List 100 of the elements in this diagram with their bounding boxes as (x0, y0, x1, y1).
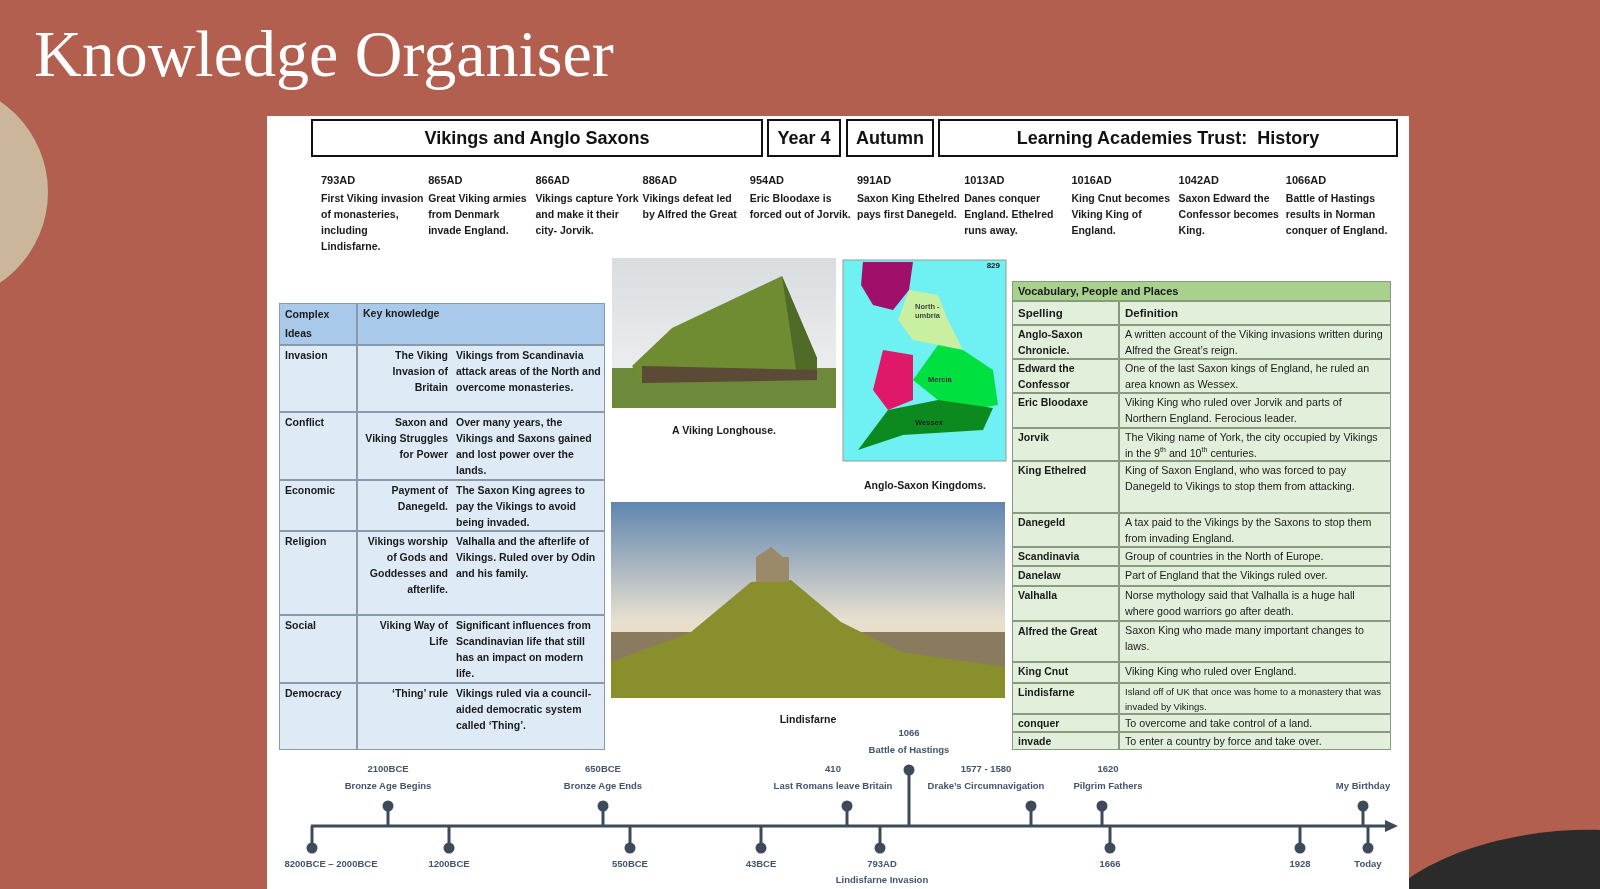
table-header-cell: Definition (1119, 301, 1391, 325)
table-cell: Danegeld (1012, 513, 1119, 547)
photo-caption: A Viking Longhouse. (671, 423, 777, 438)
timeline-label: My Birthday (1335, 779, 1391, 793)
event-description: First Viking invasion of monasteries, including Lindisfarne. (321, 191, 425, 254)
table-cell: The Viking Invasion of Britain (357, 345, 453, 412)
table-header-cell: Complex Ideas (279, 303, 357, 345)
timeline-label: 1577 - 1580 (960, 762, 1012, 776)
table-cell: King Ethelred (1012, 461, 1119, 513)
event-description: Eric Bloodaxe is forced out of Jorvik. (749, 191, 852, 222)
table-cell: King Cnut (1012, 662, 1119, 683)
table-cell: Saxon King who made many important changes to laws. (1119, 621, 1391, 662)
timeline-label: Lindisfarne Invasion (835, 873, 929, 887)
table-cell: conquer (1012, 714, 1119, 732)
event-date: 866AD (535, 173, 571, 188)
table-cell: Norse mythology said that Valhalla is a huge hall where good warriors go after death. (1119, 586, 1391, 621)
timeline-label: Drake’s Circumnavigation (927, 779, 1045, 793)
table-cell: Over many years, the Vikings and Saxons gained and lost power over the lands. (453, 412, 605, 480)
table-cell: Valhalla (1012, 586, 1119, 621)
table-cell: Island off of UK that once was home to a monastery that was invaded by Vikings. (1119, 683, 1391, 714)
event-date: 886AD (642, 173, 678, 188)
header-box: Autumn (846, 119, 934, 157)
event-date: 991AD (857, 173, 893, 188)
table-cell: Scandinavia (1012, 547, 1119, 566)
table-cell: Significant influences from Scandinavian life that still has an impact on modern life. (453, 615, 605, 683)
table-header-cell: Key knowledge (357, 303, 605, 345)
event-date: 1066AD (1285, 173, 1328, 188)
event-description: Great Viking armies from Denmark invade England. (428, 191, 528, 238)
table-cell: One of the last Saxon kings of England, he ruled an area known as Wessex. (1119, 359, 1391, 393)
table-cell: Vikings worship of Gods and Goddesses and afterlife. (357, 531, 453, 615)
header-box: Vikings and Anglo Saxons (311, 119, 763, 157)
timeline-label: Today (1354, 857, 1382, 871)
table-cell: A written account of the Viking invasions written during Alfred the Great’s reign. (1119, 324, 1391, 359)
event-date: 865AD (428, 173, 464, 188)
table-cell: Saxon and Viking Struggles for Power (357, 412, 453, 480)
timeline-label: Battle of Hastings (868, 743, 950, 757)
event-date: 793AD (321, 173, 357, 188)
table-cell: The Viking name of York, the city occupied by Vikings in the 9$^{th}$ and 10$^{th}$ centuries. (1119, 427, 1391, 461)
event-description: Saxon King Ethelred pays first Danegeld. (857, 191, 961, 222)
timeline-label: Last Romans leave Britain (773, 779, 893, 793)
map-caption: Anglo-Saxon Kingdoms. (863, 478, 987, 493)
table-cell: Valhalla and the afterlife of Vikings. Ruled over by Odin and his family. (453, 531, 605, 615)
event-description: King Cnut becomes Viking King of England. (1071, 191, 1171, 238)
header-box: Year 4 (767, 119, 841, 157)
event-description: Vikings defeat led by Alfred the Great (642, 191, 738, 222)
timeline-label: 550BCE (612, 857, 648, 871)
timeline-label: 793AD (867, 857, 897, 871)
timeline-label: 1666 (1099, 857, 1121, 871)
timeline-label: 43BCE (745, 857, 777, 871)
timeline-label: Pilgrim Fathers (1073, 779, 1143, 793)
timeline-label: 2100BCE (367, 762, 409, 776)
timeline-label: Bronze Age Begins (344, 779, 432, 793)
table-cell: Alfred the Great (1012, 621, 1119, 662)
table-cell: Religion (279, 531, 357, 615)
table-cell: Lindisfarne (1012, 683, 1119, 714)
event-date: 1042AD (1178, 173, 1220, 188)
timeline-label: 1928 (1289, 857, 1311, 871)
table-cell: Vikings ruled via a council-aided democratic system called ‘Thing’. (453, 683, 605, 750)
event-description: Danes conquer England. Ethelred runs away. (964, 191, 1055, 238)
table-cell: Viking King who ruled over Jorvik and parts of Northern England. Ferocious leader. (1119, 393, 1391, 428)
map-label: 829 (985, 261, 1000, 271)
table-cell: To overcome and take control of a land. (1119, 714, 1391, 732)
table-cell: Group of countries in the North of Europe. (1119, 547, 1391, 566)
table-cell: Viking King who ruled over England. (1119, 662, 1391, 683)
timeline-label: 1200BCE (428, 857, 470, 871)
table-title-cell: Vocabulary, People and Places (1012, 281, 1391, 301)
table-cell: To enter a country by force and take over. (1119, 732, 1391, 750)
table-cell: Economic (279, 480, 357, 531)
table-cell: Conflict (279, 412, 357, 480)
table-header-cell: Spelling (1012, 301, 1119, 325)
table-cell: King of Saxon England, who was forced to pay Danegeld to Vikings to stop them from attacking. (1119, 461, 1391, 513)
table-cell: Anglo-Saxon Chronicle. (1012, 324, 1119, 359)
photo-caption: Lindisfarne (778, 712, 838, 727)
table-cell: The Saxon King agrees to pay the Vikings to avoid being invaded. (453, 480, 605, 531)
table-cell: ‘Thing’ rule (357, 683, 453, 750)
event-date: 954AD (749, 173, 786, 188)
timeline-label: 1620 (1097, 762, 1119, 776)
timeline-label: 8200BCE – 2000BCE (284, 857, 378, 871)
event-date: 1013AD (964, 173, 1006, 188)
timeline-label: 410 (825, 762, 841, 776)
event-description: Vikings capture York and make it their city- Jorvik. (535, 191, 640, 238)
header-box: Learning Academies Trust: History (938, 119, 1398, 157)
timeline-label: 650BCE (585, 762, 621, 776)
table-cell: Danelaw (1012, 566, 1119, 586)
table-cell: Viking Way of Life (357, 615, 453, 683)
timeline-label: 1066 (898, 726, 920, 740)
table-cell: Democracy (279, 683, 357, 750)
table-cell: Edward the Confessor (1012, 359, 1119, 393)
table-cell: Jorvik (1012, 427, 1119, 461)
table-cell: Part of England that the Vikings ruled over. (1119, 566, 1391, 586)
table-cell: Social (279, 615, 357, 683)
table-cell: Payment of Danegeld. (357, 480, 453, 531)
table-cell: Invasion (279, 345, 357, 412)
event-date: 1016AD (1071, 173, 1113, 188)
table-cell: Vikings from Scandinavia attack areas of the North and overcome monasteries. (453, 345, 605, 412)
event-description: Saxon Edward the Confessor becomes King. (1178, 191, 1280, 238)
table-cell: A tax paid to the Vikings by the Saxons to stop them from invading England. (1119, 513, 1391, 547)
table-cell: invade (1012, 732, 1119, 750)
event-description: Battle of Hastings results in Norman conquer of England. (1285, 191, 1389, 238)
page-title: Knowledge Organiser (34, 16, 614, 92)
